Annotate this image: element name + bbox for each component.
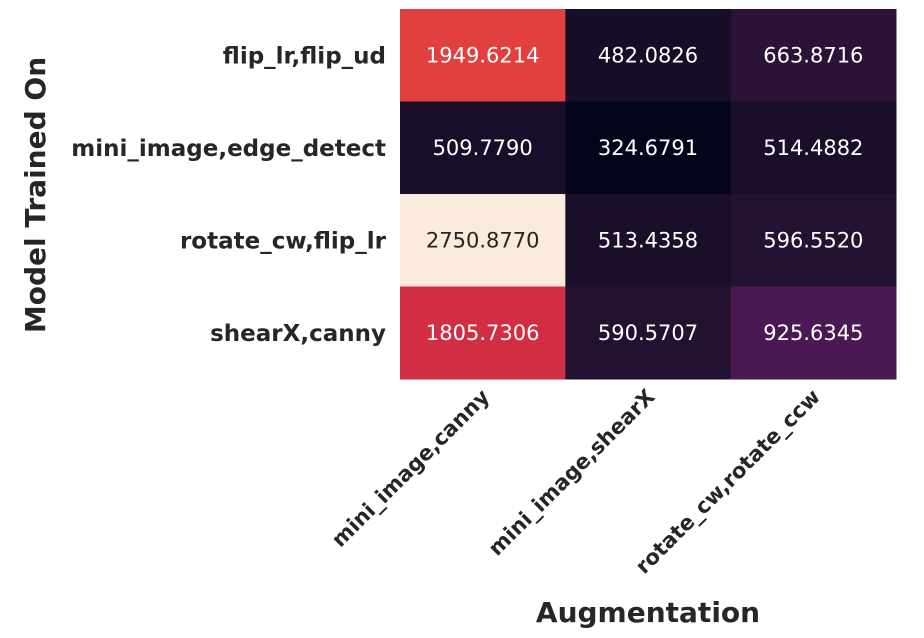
cell-value-label: 590.5707	[598, 321, 698, 345]
heatmap-cell	[400, 9, 566, 102]
cell-value-label: 513.4358	[598, 228, 698, 252]
y-tick-labels: flip_lr,flip_ud mini_image,edge_detectrot…	[71, 43, 386, 347]
y-axis-title: Model Trained On	[19, 57, 52, 333]
y-tick-label: shearX,canny	[210, 321, 386, 347]
heatmap-cell	[400, 286, 566, 380]
heatmap-cell	[730, 286, 897, 380]
cell-value-label: 596.5520	[763, 228, 863, 252]
heatmap-cell	[565, 286, 732, 380]
y-tick-label: flip_lr,flip_ud	[223, 43, 386, 69]
cell-value-label: 2750.8770	[426, 228, 540, 252]
heatmap-cell	[400, 194, 566, 287]
x-tick-label: rotate_cw,rotate_ccw	[631, 385, 825, 579]
heatmap-cell	[565, 101, 732, 195]
cell-value-label: 1805.7306	[426, 321, 540, 345]
cell-value-label: 925.6345	[763, 321, 863, 345]
heatmap-cell	[400, 101, 566, 195]
x-tick-label: mini_image,canny	[327, 384, 494, 551]
cell-value-label: 324.6791	[598, 136, 698, 160]
heatmap-cell	[565, 9, 732, 102]
cell-value-label: 1949.6214	[426, 43, 540, 67]
y-tick-label: rotate_cw,flip_lr	[180, 228, 387, 254]
x-tick-labels: mini_image,cannymini_image,shearXrotate_…	[327, 384, 825, 578]
heatmap-cell	[730, 9, 897, 102]
cell-value-label: 482.0826	[598, 43, 698, 67]
x-axis-title: Augmentation	[536, 596, 760, 629]
heatmap-cell-labels: 1949.6214 482.0826 663.8716 509.7790 324.679…	[426, 43, 864, 345]
heatmap-cells	[400, 9, 897, 380]
cell-value-label: 663.8716	[763, 43, 863, 67]
cell-value-label: 509.7790	[433, 136, 533, 160]
y-tick-label: mini_image,edge_detect	[71, 136, 386, 162]
heatmap-cell	[730, 194, 897, 287]
x-tick-label: mini_image,shearX	[484, 385, 660, 561]
heatmap-cell	[565, 194, 732, 287]
heatmap-cell	[730, 101, 897, 195]
cell-value-label: 514.4882	[763, 136, 863, 160]
